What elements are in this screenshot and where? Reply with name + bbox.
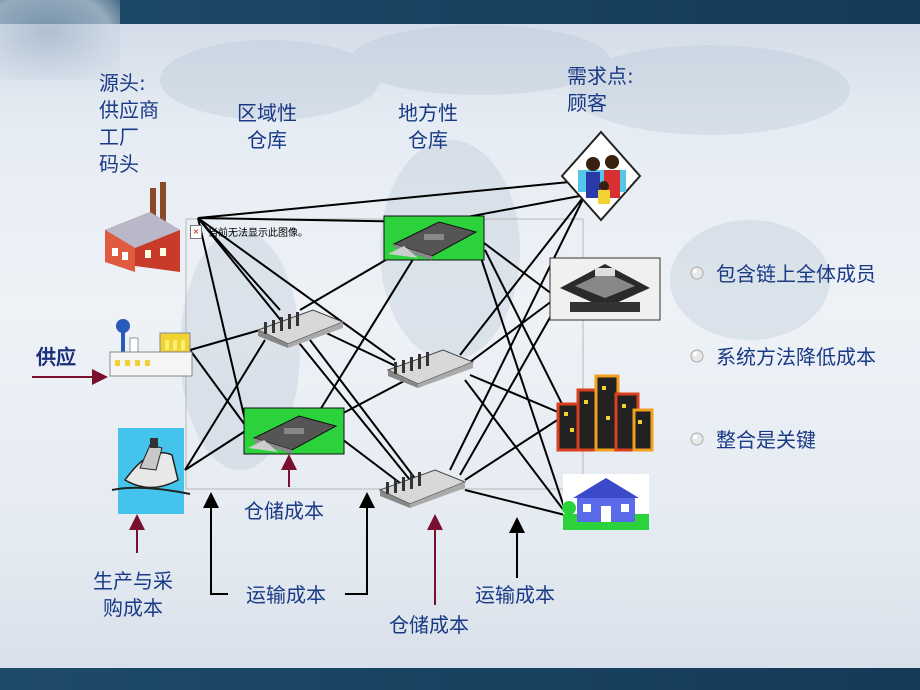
local-warehouse-label: 地方性 仓库 [398,101,458,152]
bullet-text: 包含链上全体成员 [716,262,876,286]
bullet-icon [690,349,704,362]
factory-icon [105,182,180,272]
warehouse-green-icon [243,407,345,455]
transport-cost-label-1: 运输成本 [246,583,326,607]
warehouse-cost-label-1: 仓储成本 [244,499,324,523]
house-icon [562,474,649,530]
warehouse-icon [256,309,345,348]
bottom-bar [0,668,920,690]
warehouse-cost-label-2: 仓储成本 [389,613,469,637]
building-icon [549,257,661,321]
bullet-item: 包含链上全体成员 [688,258,876,287]
transport-cost-label-2: 运输成本 [475,583,555,607]
transport-cost-bracket-left [203,492,228,595]
transport-cost-bracket-right [345,492,375,595]
bullet-item: 整合是关键 [688,424,816,453]
source-label: 源头: 供应商 工厂 码头 [99,71,159,176]
broken-image-placeholder: × 当前无法显示此图像。 [190,224,308,239]
warehouse-icon [378,469,467,508]
network-lines [184,179,591,516]
bullet-text: 系统方法降低成本 [716,345,876,369]
warehouse-icon [386,349,475,388]
warehouse-green-icon [383,215,485,261]
cost-arrows [32,369,525,605]
bullet-item: 系统方法降低成本 [688,341,876,370]
broken-image-icon: × [190,224,202,239]
ship-icon [111,428,191,514]
production-cost-label: 生产与采 购成本 [93,569,173,620]
corner-photo [0,0,120,80]
regional-warehouse-label: 区域性 仓库 [237,101,297,152]
top-bar [0,0,920,24]
city-icon [556,374,654,452]
demand-point-label: 需求点: 顾客 [567,64,634,115]
bullet-icon [690,432,704,445]
family-icon [560,130,642,222]
refinery-icon [109,319,193,377]
bullet-icon [690,266,704,279]
bullet-text: 整合是关键 [716,428,816,452]
supply-label: 供应 [36,345,76,369]
broken-image-text: 当前无法显示此图像。 [208,228,308,239]
